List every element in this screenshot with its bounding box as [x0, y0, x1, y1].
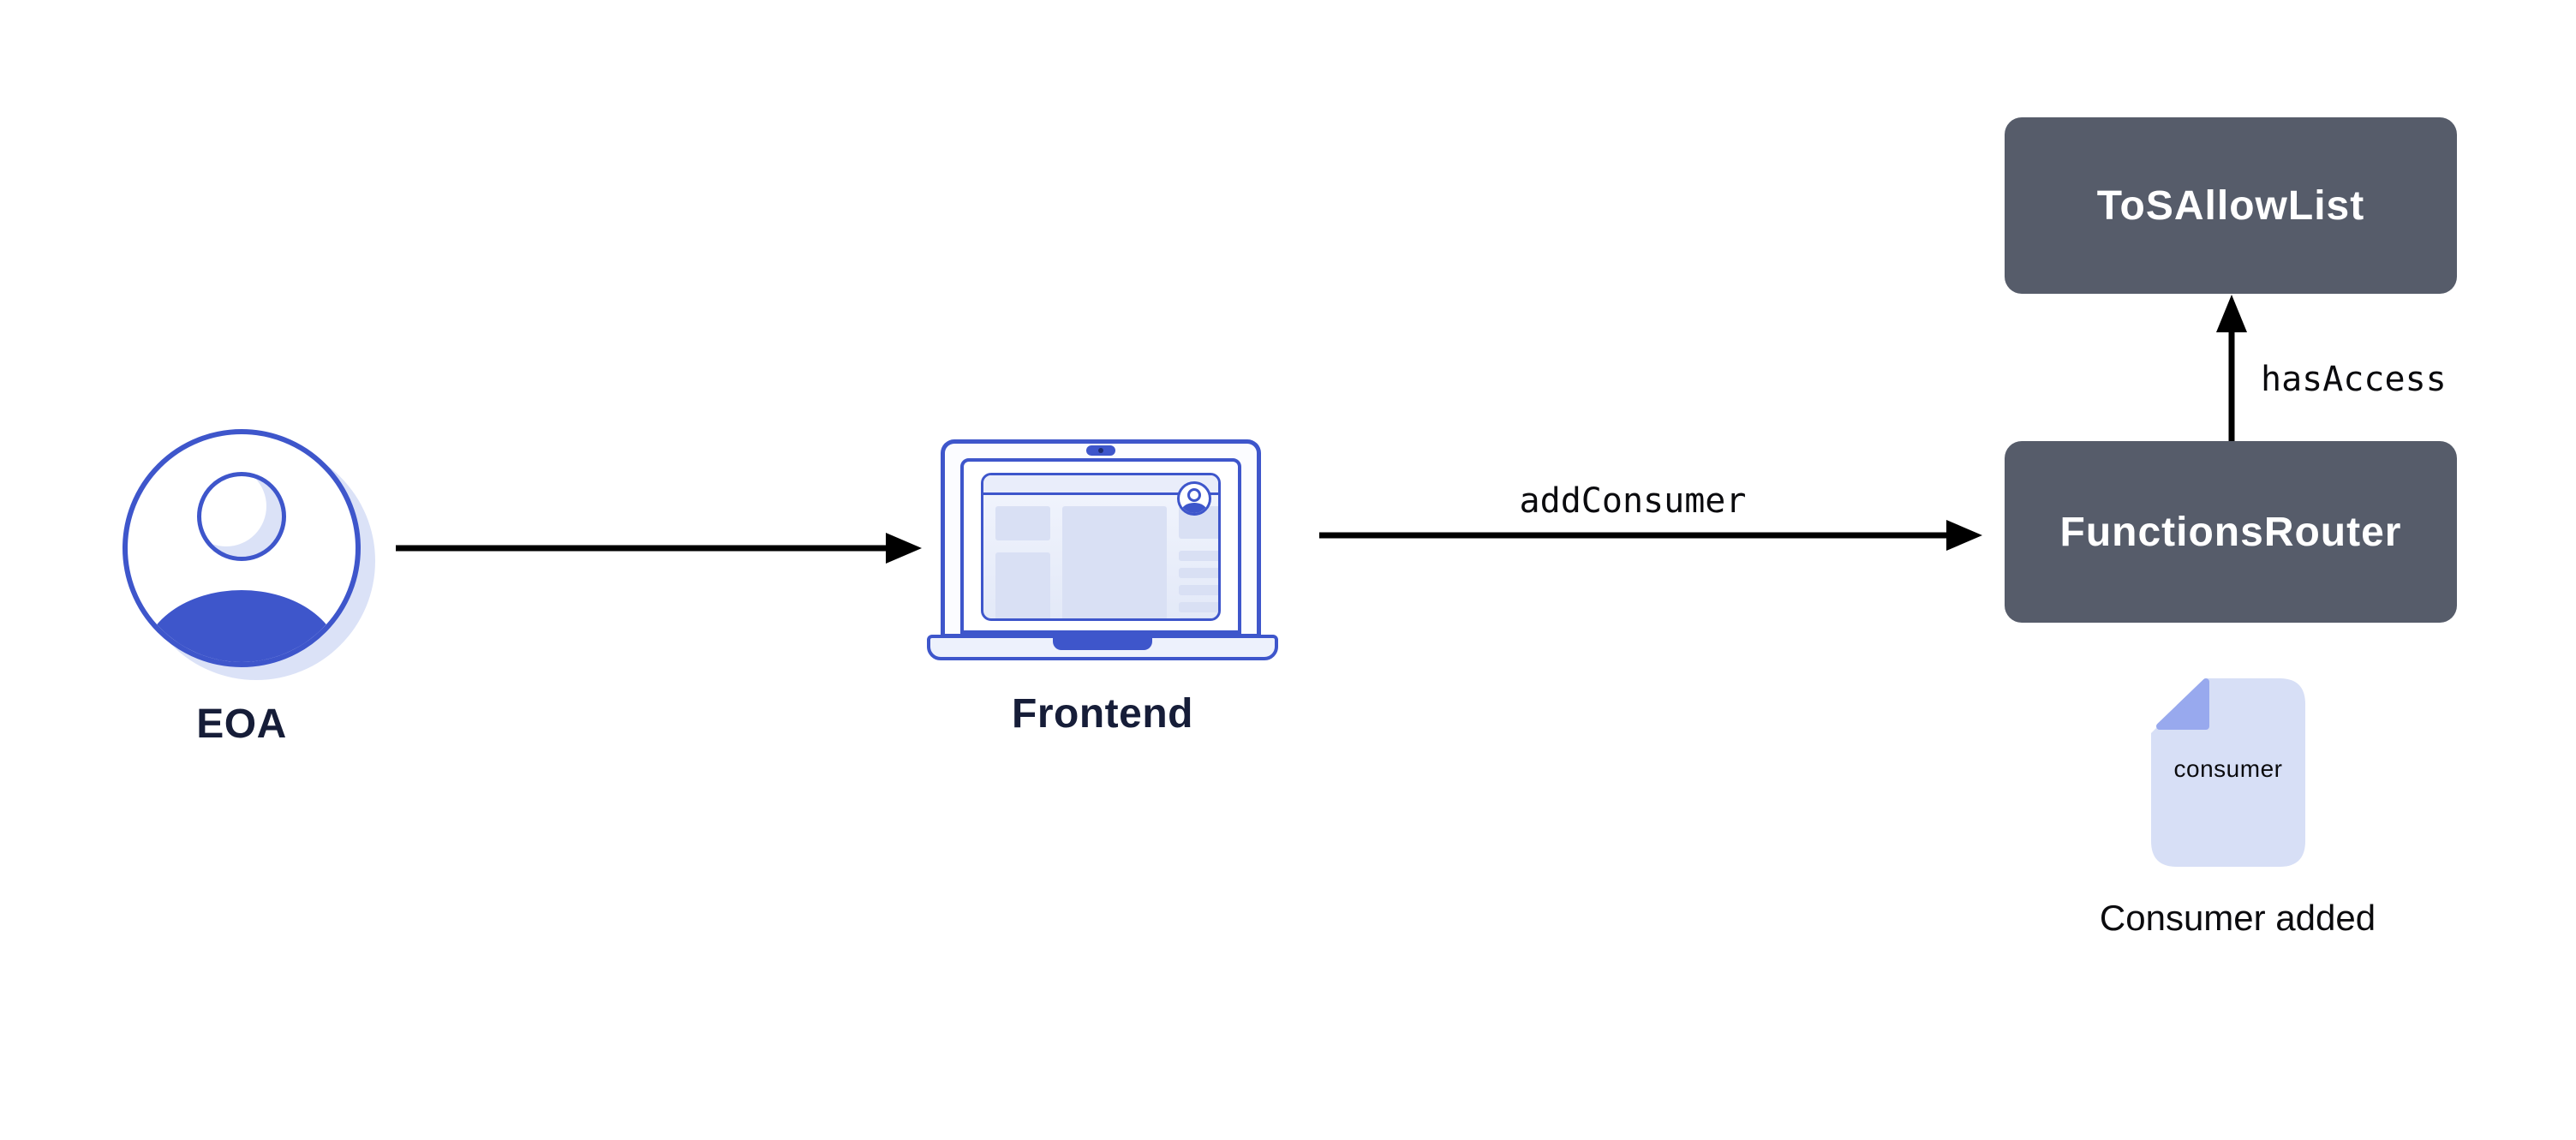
- laptop-notch: [1053, 638, 1152, 650]
- app-content-block: [1062, 506, 1167, 618]
- frontend-label: Frontend: [1012, 691, 1193, 737]
- tos-allow-list-label: ToSAllowList: [2096, 182, 2365, 229]
- app-text-bar: [1179, 568, 1218, 578]
- app-text-bar: [1179, 602, 1218, 612]
- app-content-block: [995, 506, 1050, 540]
- functions-router-label: FunctionsRouter: [2059, 509, 2402, 555]
- app-text-bar: [1179, 618, 1221, 621]
- arrow-frontend-to-functions-router: [1319, 520, 1982, 551]
- functions-router-node: FunctionsRouter: [2005, 441, 2457, 623]
- document-file-label: consumer: [2173, 755, 2283, 782]
- document-fold: [2156, 678, 2209, 730]
- avatar-icon: [1177, 481, 1211, 516]
- add-consumer-edge-label: addConsumer: [1519, 481, 1747, 521]
- arrow-eoa-to-frontend: [396, 533, 922, 564]
- person-icon: [123, 429, 361, 667]
- person-head-icon: [197, 472, 286, 561]
- laptop-screen: [960, 458, 1241, 634]
- document-icon: [2151, 678, 2305, 867]
- eoa-node: [123, 429, 380, 686]
- laptop-camera-icon: [1086, 445, 1115, 456]
- laptop-icon: [941, 439, 1261, 638]
- laptop-base: [927, 635, 1278, 660]
- person-shoulders-icon: [142, 590, 341, 662]
- app-text-bar: [1179, 585, 1218, 595]
- consumer-added-caption: Consumer added: [2099, 898, 2376, 938]
- app-window-header: [983, 475, 1218, 495]
- arrow-functions-router-to-tos-allow-list: [2216, 295, 2247, 441]
- laptop-app-window: [981, 473, 1221, 621]
- tos-allow-list-node: ToSAllowList: [2005, 117, 2457, 294]
- eoa-label: EOA: [196, 701, 287, 747]
- frontend-node: [927, 439, 1278, 660]
- app-content-block: [995, 552, 1050, 618]
- avatar-body: [1181, 503, 1207, 513]
- has-access-edge-label: hasAccess: [2261, 360, 2447, 399]
- app-text-bar: [1179, 551, 1218, 561]
- avatar-head: [1187, 488, 1201, 502]
